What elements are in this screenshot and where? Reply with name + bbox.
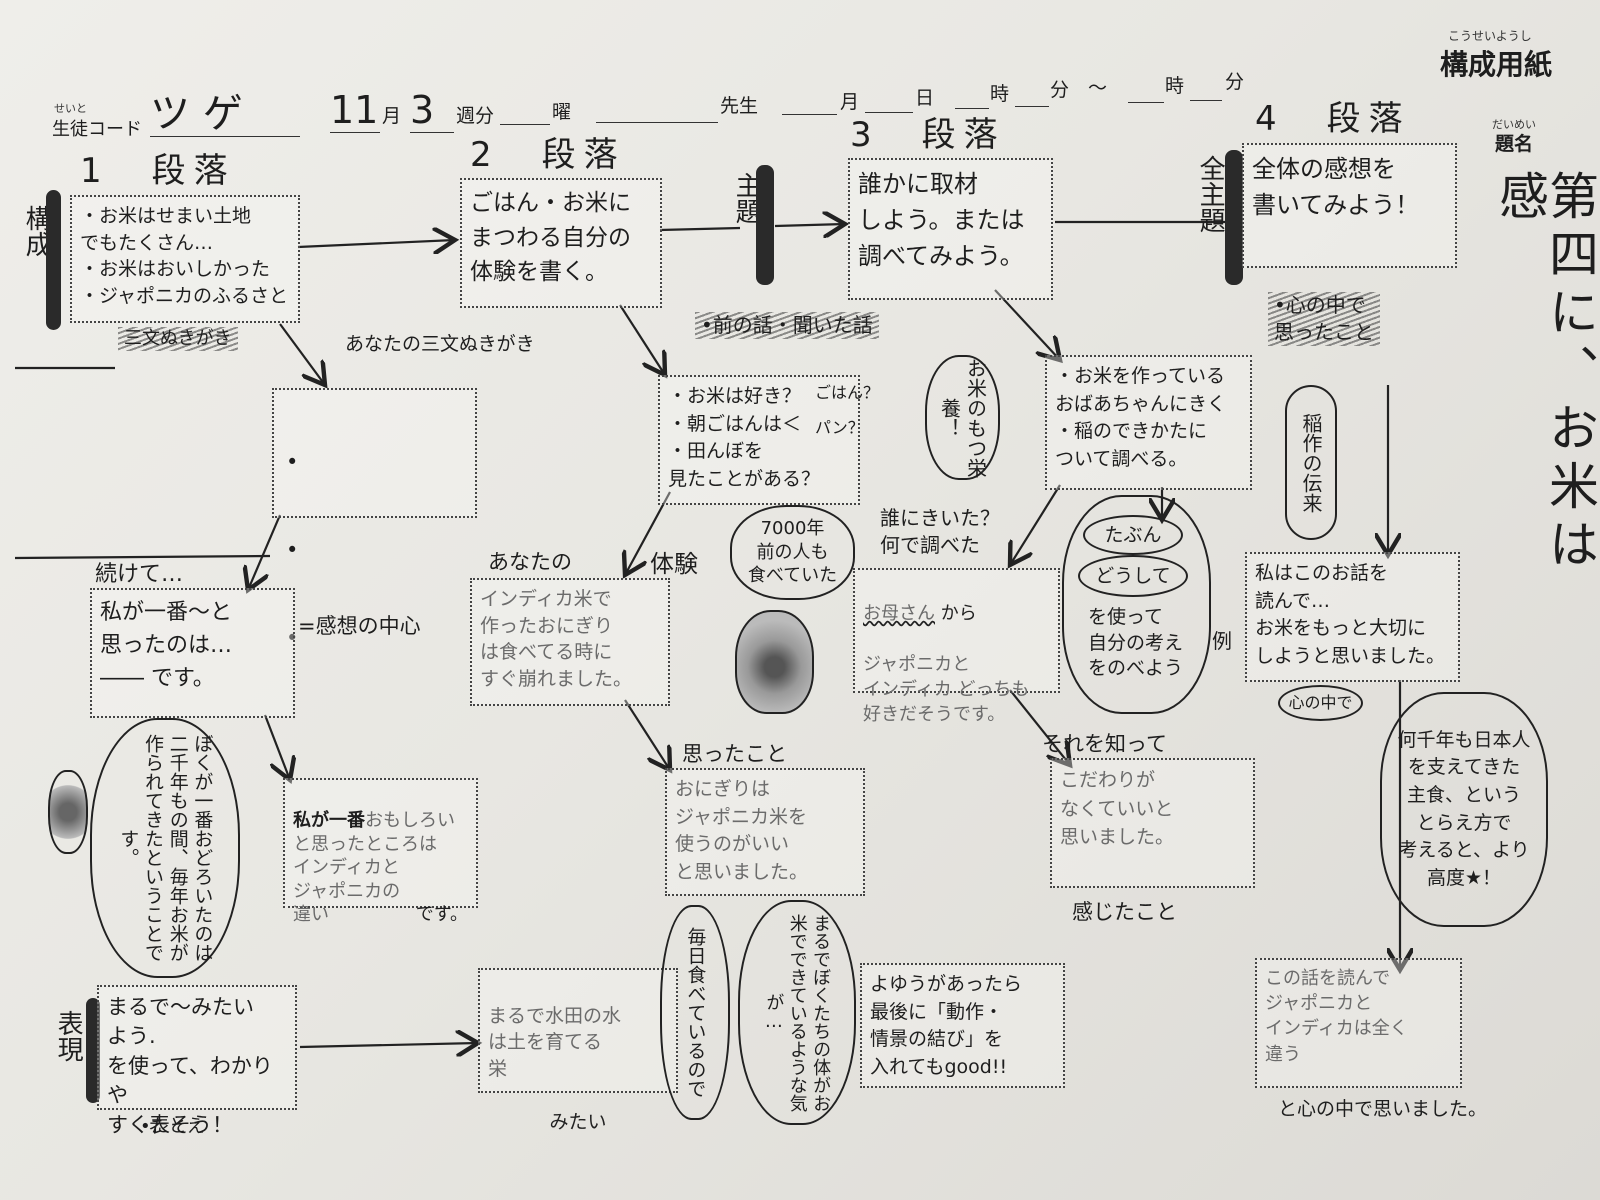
subject-label: 題名	[1495, 133, 1534, 155]
paragraph-1-box: ・お米はせまい土地 でもたくさん… ・お米はおいしかった ・ジャポニカのふるさと	[70, 195, 300, 323]
cloud-text: を使って 自分の考え をのべよう	[1088, 606, 1184, 680]
final-end: と心の中で思いました。	[1278, 1098, 1488, 1120]
start-min-field[interactable]	[1015, 82, 1049, 107]
student-code-label: 生徒コード	[52, 119, 142, 140]
start-hour-field[interactable]	[955, 84, 989, 109]
title-ruby: こうせいようし	[1448, 29, 1532, 43]
heading-paragraph-1: 1 段落	[80, 151, 236, 191]
example-box: 私はこのお話を 読んで… お米をもっと大切に しようと思いました。	[1245, 552, 1460, 682]
nutrition-bubble: お米のもつ栄養！	[925, 355, 1000, 480]
ending-tip-box: よゆうがあったら 最後に「動作・ 情景の結び」を 入れてもgood!!	[860, 963, 1065, 1088]
simile-box: まるで水田の水 は土を育てる 栄 みたい	[478, 968, 678, 1133]
frog-eating-illustration-icon	[735, 610, 814, 714]
learned-box: こだわりが なくていいと 思いました。	[1050, 758, 1255, 888]
week-label: 週分	[456, 105, 495, 127]
example-label: 例	[1212, 629, 1232, 653]
heading-paragraph-4: 4 段落	[1255, 99, 1411, 139]
bubble-everyday: 毎日食べているので	[660, 905, 730, 1120]
side-label-expression: 表現	[53, 1010, 84, 1062]
final-box: この話を読んで ジャポニカと インディカは全く 違う	[1255, 958, 1462, 1088]
start-min-label: 分	[1050, 79, 1070, 101]
paragraph-4-note: •心の中で 思ったこと	[1268, 292, 1380, 346]
origin-bubble: 稲作の伝来	[1285, 385, 1337, 540]
student-code-field[interactable]: ツ ゲ	[150, 92, 300, 137]
date-day-label: 日	[915, 87, 935, 109]
expression-box: まるで～みたい よう. を使って、わかりや すく表そう！	[97, 985, 297, 1137]
paragraph-2-note: •前の話・聞いた話	[695, 312, 879, 339]
who-asked-label: 誰にきいた？ 何で調べた	[880, 506, 1000, 557]
source-from: から	[940, 603, 977, 625]
impression-center-note: =感想の中心	[298, 614, 421, 638]
most-interesting-box: 私が一番おもしろい と思ったところは インディカと ジャポニカの 違いです。	[283, 778, 478, 925]
expression-note: •たとえ	[140, 1116, 205, 1137]
side-label-overall-theme: 全主題	[1195, 155, 1226, 233]
marker-bar	[46, 190, 61, 330]
most-interesting-end: です。	[415, 903, 468, 925]
date-day-field[interactable]	[865, 88, 913, 113]
end-hour-label: 時	[1165, 75, 1185, 97]
advice-cloud: 何千年も日本人 を支えてきた 主食、という とらえ方で 考えると、より 高度★！	[1380, 692, 1548, 927]
weekday-label: 曜	[552, 101, 572, 123]
excerpt-box[interactable]: • • •	[272, 388, 477, 650]
marker-bar	[1225, 150, 1243, 285]
frog-illustration-icon	[48, 770, 88, 854]
experience-label: あなたの	[488, 550, 572, 574]
experience-label-2: 体験	[650, 550, 698, 578]
end-min-field[interactable]	[1190, 76, 1222, 101]
paragraph-2-box: ごはん・お米に まつわる自分の 体験を書く。	[460, 178, 662, 308]
inner-thought-label: 心の中で	[1278, 685, 1363, 721]
felt-label: 感じたこと	[1072, 900, 1177, 924]
date-month-label: 月	[840, 91, 860, 113]
time-range-tilde: ～	[1088, 77, 1108, 99]
breakfast-options: ごはん？ パン？	[815, 383, 880, 438]
marker-bar	[86, 998, 100, 1103]
excerpt-label: あなたの三文ぬきがき	[345, 333, 535, 355]
excerpt-bullet: •	[286, 450, 299, 475]
month-label: 月	[382, 105, 402, 127]
research-box: ・お米を作っている おばあちゃんにきく ・稲のできかたに ついて調べる。	[1045, 355, 1252, 490]
teacher-field[interactable]	[596, 96, 718, 123]
marker-bar	[756, 165, 774, 285]
start-hour-label: 時	[990, 83, 1010, 105]
week-field[interactable]: 3	[410, 88, 454, 133]
teacher-label: 先生	[720, 95, 759, 117]
subject-title: 第四に、お米は感	[1491, 170, 1599, 576]
heading-paragraph-2: 2 段落	[470, 135, 626, 175]
excerpt-bullet: •	[286, 626, 299, 651]
student-code-ruby: せいと	[54, 102, 87, 115]
excerpt-bullet: •	[286, 538, 299, 563]
date-month-field[interactable]	[782, 90, 837, 115]
month-field[interactable]: 11	[330, 88, 380, 133]
simile-end: みたい	[549, 1110, 607, 1133]
continue-label: 続けて…	[95, 562, 184, 587]
impression-center-box: 私が一番～と 思ったのは… ―― です。	[90, 588, 295, 718]
paragraph-1-note: 三文ぬきがき	[118, 327, 238, 352]
paragraph-3-box: 誰かに取材 しよう。または 調べてみよう。	[848, 158, 1053, 300]
most-interesting-answer: おもしろい と思ったところは インディカと ジャポニカの 違い	[293, 810, 455, 925]
weekday-field[interactable]	[500, 100, 550, 125]
bubble-body-made-of-rice: まるでぼくたちの体がお米でできているような気が…	[738, 900, 856, 1125]
end-hour-field[interactable]	[1128, 78, 1164, 103]
source-box: お母さん から ジャポニカと インディカ どっちも 好きだそうです。	[853, 568, 1060, 725]
cloud-keyword-doushite: どうして	[1078, 555, 1188, 597]
experience-box: インディカ米で 作ったおにぎり は食べてる時に すぐ崩れました。	[470, 578, 670, 706]
thought-box: おにぎりは ジャポニカ米を 使うのがいい と思いました。	[665, 768, 865, 896]
questions-box: ・お米は好き？ ・朝ごはんは＜ ・田んぼを 見たことがある？	[658, 375, 860, 505]
page-title: 構成用紙	[1440, 48, 1553, 81]
frog-speech-bubble-left: ぼくが一番おどろいたのは二千年もの間、毎年お米が作られてきたということです。	[90, 718, 240, 978]
tip-cloud	[1062, 495, 1211, 714]
end-min-label: 分	[1225, 71, 1245, 93]
frog-speech-bubble-7000: 7000年 前の人も 食べていた	[730, 505, 855, 600]
source-lead: お母さん	[863, 603, 935, 625]
paragraph-4-box: 全体の感想を 書いてみよう！	[1242, 143, 1457, 268]
most-interesting-lead: 私が一番	[293, 810, 365, 832]
thought-label: 思ったこと	[682, 742, 787, 766]
simile-text: まるで水田の水 は土を育てる 栄	[488, 1004, 622, 1080]
heading-paragraph-3: 3 段落	[850, 115, 1006, 155]
source-text: ジャポニカと インディカ どっちも 好きだそうです。	[863, 653, 1030, 725]
learned-label: それを知って	[1042, 732, 1167, 756]
subject-ruby: だいめい	[1492, 118, 1536, 131]
cloud-keyword-tabun: たぶん	[1083, 515, 1183, 555]
